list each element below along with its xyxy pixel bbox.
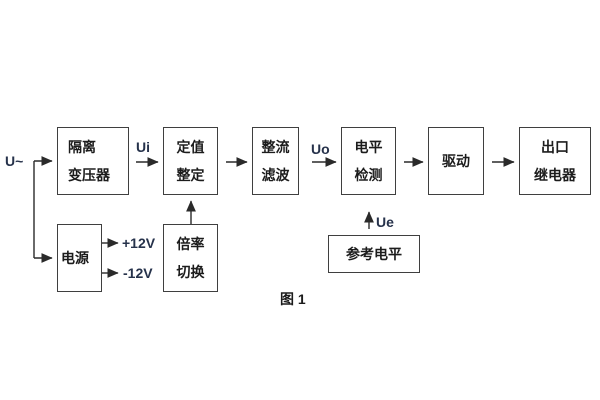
block-line: 切换 [176,264,205,280]
block-line: 电源 [61,250,89,266]
block-output-relay: 出口 继电器 [519,127,591,195]
label-ui: Ui [136,139,150,155]
block-drive: 驱动 [428,127,484,195]
block-line: 参考电平 [346,246,402,262]
figure-caption: 图 1 [280,291,306,307]
label-minus12v: -12V [123,265,153,281]
block-power-supply: 电源 [57,224,102,292]
block-line: 隔离 [68,139,96,155]
block-line: 滤波 [261,167,290,183]
block-line: 电平 [354,139,383,155]
block-line: 继电器 [534,167,576,183]
block-line: 整流 [261,139,290,155]
block-line: 整定 [176,167,205,183]
block-reference-level: 参考电平 [328,235,420,273]
block-ratio-switch: 倍率 切换 [163,224,218,292]
block-line: 变压器 [68,167,110,183]
block-rectify-filter: 整流 滤波 [252,127,299,195]
block-isolation-transformer: 隔离 变压器 [57,127,129,195]
block-line: 驱动 [442,153,470,169]
block-line: 检测 [354,167,383,183]
block-setting-adjust: 定值 整定 [163,127,218,195]
block-level-detection: 电平 检测 [341,127,396,195]
label-plus12v: +12V [122,235,156,251]
label-uo: Uo [311,141,330,157]
label-input-voltage: U~ [5,153,24,169]
label-ue: Ue [376,214,394,230]
block-line: 出口 [541,139,569,155]
block-line: 定值 [176,139,205,155]
block-line: 倍率 [176,236,205,252]
